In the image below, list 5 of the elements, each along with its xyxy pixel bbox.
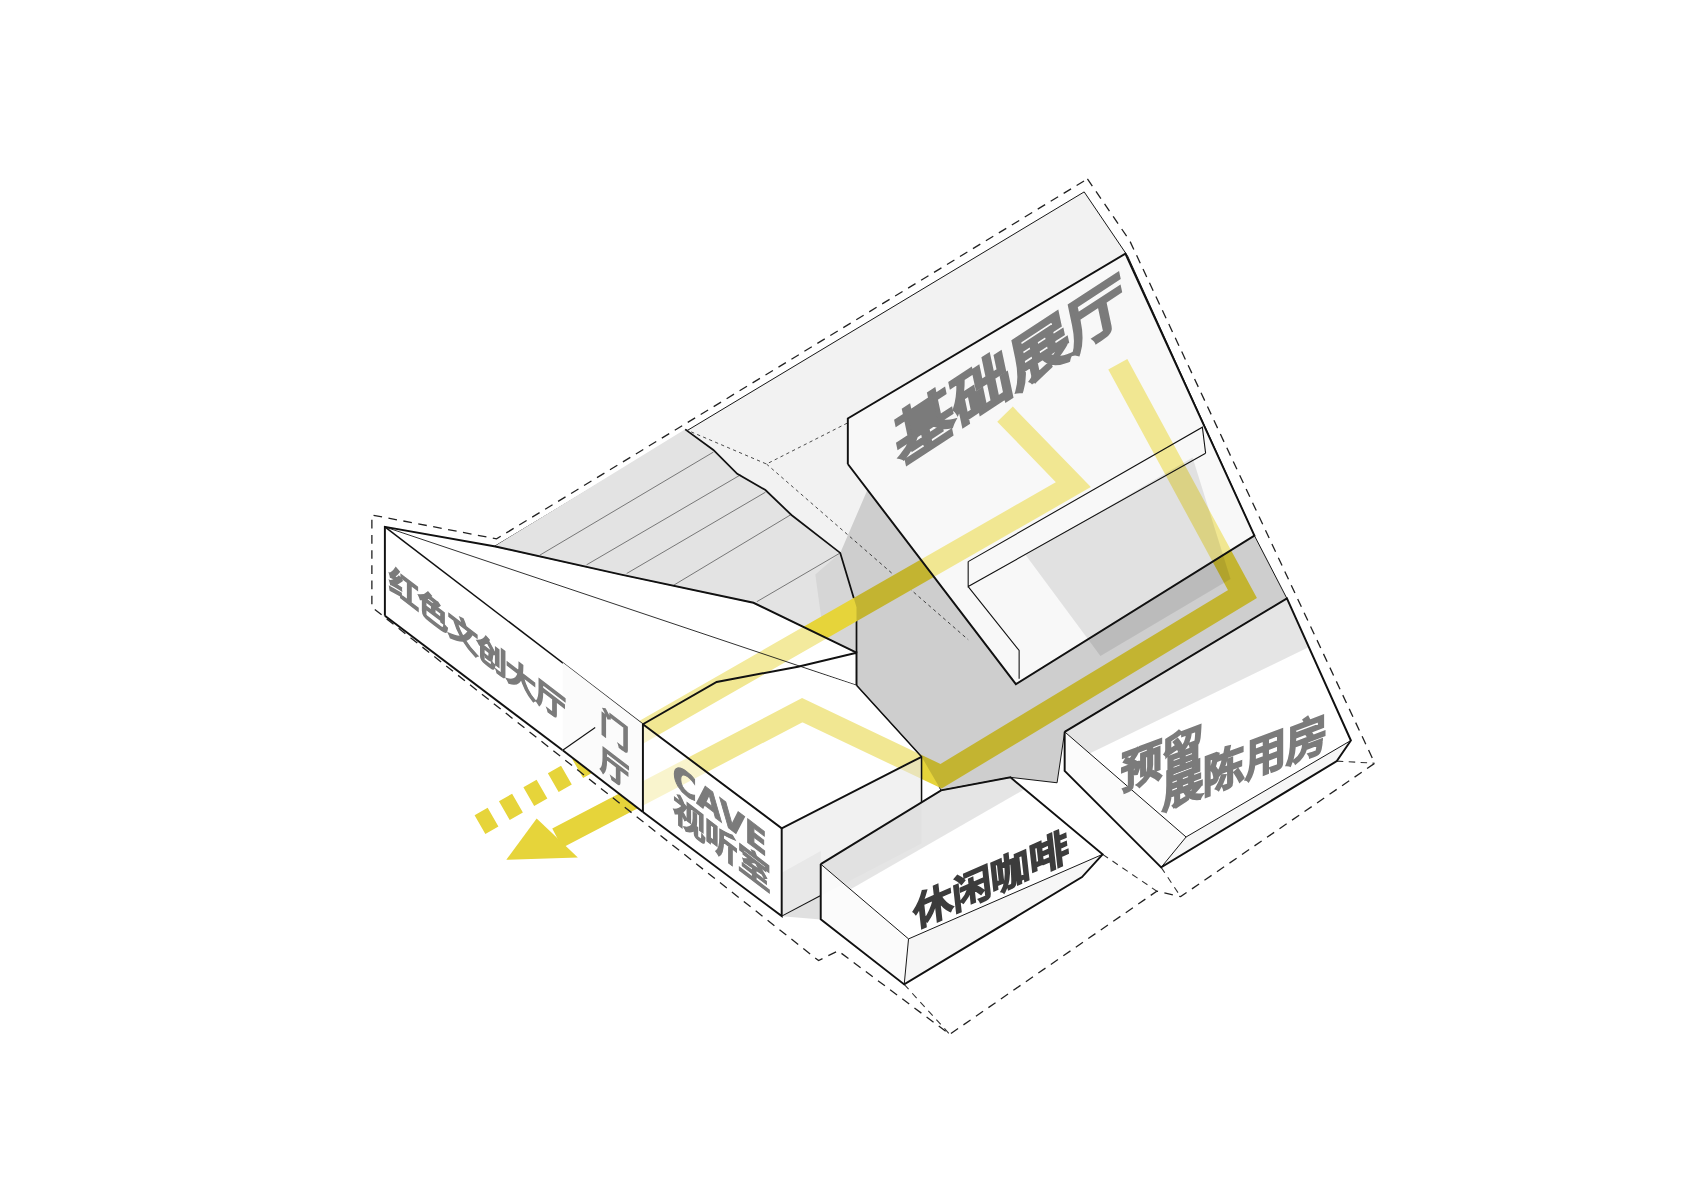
room-label: 预留展陈用房 bbox=[1120, 704, 1328, 823]
room-label: 基础展厅 bbox=[890, 268, 1131, 474]
room-label: 门厅 bbox=[600, 702, 630, 800]
room-label: 休闲咖啡 bbox=[911, 827, 1071, 934]
room-label: 红色文创大厅 bbox=[389, 563, 565, 728]
